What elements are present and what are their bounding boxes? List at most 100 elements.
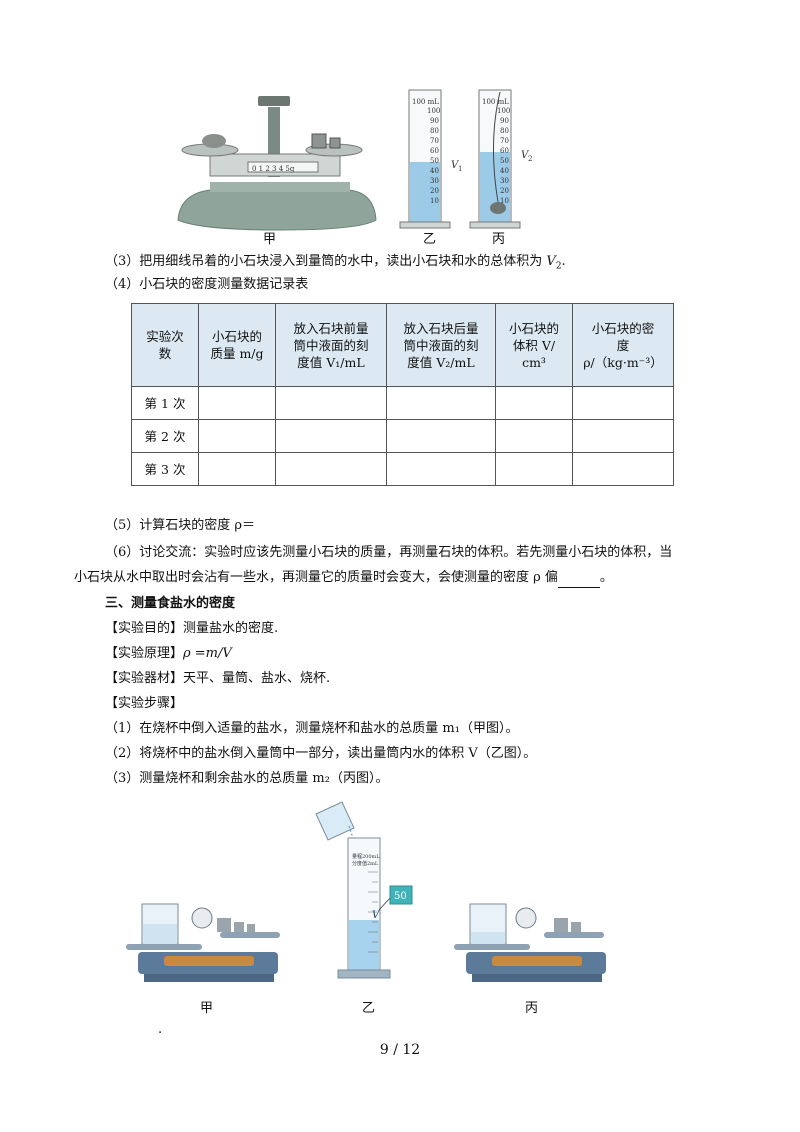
- table-cell: [275, 452, 387, 486]
- bottom-balance-jia: [126, 903, 280, 982]
- svg-text:90: 90: [500, 117, 509, 125]
- svg-text:40: 40: [500, 167, 509, 175]
- top-caption-jia: 甲: [263, 232, 277, 247]
- answer-blank: [557, 573, 600, 588]
- page-separator: /: [393, 1042, 398, 1058]
- header-line: 度值 V₂/mL: [407, 354, 475, 370]
- table-cell: [386, 386, 496, 420]
- table-cell: [495, 386, 573, 420]
- bottom-caption-jia: 甲: [200, 1001, 214, 1016]
- table-cell: 第 1 次: [131, 386, 199, 420]
- svg-text:80: 80: [500, 127, 509, 135]
- step3-end: .: [561, 254, 566, 269]
- page-current: 9: [379, 1042, 389, 1058]
- principle-label: 【实验原理】: [105, 646, 184, 661]
- table-cell: [275, 386, 387, 420]
- header-line: 小石块的: [211, 329, 262, 344]
- section3-principle: 【实验原理】ρ =m/V: [105, 644, 232, 664]
- step6-end: 。: [599, 570, 613, 585]
- svg-text:60: 60: [430, 147, 439, 155]
- table-row: 第 3 次: [131, 452, 674, 486]
- header-line: cm³: [522, 354, 546, 370]
- table-cell: [495, 452, 573, 486]
- header-line: 度: [616, 337, 630, 353]
- section3-equipment: 【实验器材】天平、量筒、盐水、烧杯.: [105, 671, 331, 686]
- table-cell: [572, 452, 674, 486]
- header-line: 筒中液面的刻: [293, 337, 369, 353]
- svg-text:V: V: [451, 160, 460, 171]
- table-cell: [495, 419, 573, 453]
- table-cell: [572, 419, 674, 453]
- svg-text:2: 2: [528, 155, 532, 163]
- section3-steps-label: 【实验步骤】: [105, 696, 184, 711]
- header-trial: 实验次 数: [131, 303, 199, 387]
- svg-text:80: 80: [430, 127, 439, 135]
- header-density: 小石块的密 度 ρ/（kg·m⁻³）: [572, 303, 674, 387]
- svg-text:20: 20: [430, 187, 439, 195]
- page-number: 9 / 12: [0, 1042, 800, 1058]
- bottom-figure: 量程200mL 分度值2mL 50 V: [126, 801, 606, 982]
- bottom-caption-yi: 乙: [362, 1001, 376, 1016]
- svg-text:0 1 2 3 4 5g: 0 1 2 3 4 5g: [252, 165, 295, 173]
- svg-text:分度值2mL: 分度值2mL: [352, 860, 379, 867]
- top-cylinder-bing: 100 mL 100 90 80 70 60 50 40 30 20 10 V …: [469, 89, 532, 229]
- svg-text:量程200mL: 量程200mL: [352, 853, 380, 860]
- header-line: 度值 V₁/mL: [297, 354, 365, 370]
- svg-text:1: 1: [458, 165, 462, 173]
- header-volume: 小石块的 体积 V/ cm³: [495, 303, 573, 387]
- header-line: 筒中液面的刻: [403, 337, 479, 353]
- svg-text:100: 100: [497, 107, 510, 115]
- header-v2: 放入石块后量 筒中液面的刻 度值 V₂/mL: [386, 303, 496, 387]
- svg-text:90: 90: [430, 117, 439, 125]
- section3-step2: （2）将烧杯中的盐水倒入量筒中一部分，读出量筒内水的体积 V（乙图）。: [105, 746, 537, 761]
- svg-text:100 mL: 100 mL: [482, 98, 509, 106]
- table-cell: [386, 419, 496, 453]
- top-balance-illustration: 0 1 2 3 4 5g: [177, 96, 377, 231]
- density-record-table: 实验次 数 小石块的 质量 m/g 放入石块前量 筒中液面的刻 度值 V₁/mL…: [131, 303, 674, 486]
- step6-line2: 小石块从水中取出时会沾有一些水，再测量它的质量时会变大，会使测量的密度 ρ 偏 。: [74, 568, 613, 588]
- svg-text:20: 20: [500, 187, 509, 195]
- bottom-cylinder-yi: 量程200mL 分度值2mL 50 V: [315, 801, 413, 979]
- step3-text: （3）把用细线吊着的小石块浸入到量筒的水中，读出小石块和水的总体积为 V2.: [105, 252, 566, 277]
- table-header-row: 实验次 数 小石块的 质量 m/g 放入石块前量 筒中液面的刻 度值 V₁/mL…: [131, 303, 674, 387]
- step3-var: V: [546, 254, 556, 269]
- header-line: 体积 V/: [512, 337, 556, 353]
- table-row: 第 1 次: [131, 386, 674, 420]
- svg-text:100: 100: [427, 107, 440, 115]
- step6-line1: （6）讨论交流：实验时应该先测量小石块的质量，再测量石块的体积。若先测量小石块的…: [105, 545, 673, 560]
- top-cylinder-yi: 100 mL 100 90 80 70 60 50 40 30 20 10 V …: [399, 89, 462, 229]
- svg-text:30: 30: [430, 177, 439, 185]
- header-line: 数: [158, 346, 172, 361]
- top-figure: 0 1 2 3 4 5g 100 mL 100 90 80 70 60 50 4…: [177, 89, 532, 231]
- step3-main: （3）把用细线吊着的小石块浸入到量筒的水中，读出小石块和水的总体积为: [105, 254, 543, 269]
- step6-line2-text: 小石块从水中取出时会沾有一些水，再测量它的质量时会变大，会使测量的密度 ρ 偏: [74, 570, 558, 585]
- page-total: 12: [402, 1042, 421, 1058]
- table-cell: [198, 419, 276, 453]
- table-row: 第 2 次: [131, 419, 674, 453]
- svg-text:100 mL: 100 mL: [412, 98, 439, 106]
- table-cell: [198, 452, 276, 486]
- table-cell: [572, 386, 674, 420]
- table-cell: [386, 452, 496, 486]
- section3-step1: （1）在烧杯中倒入适量的盐水，测量烧杯和盐水的总质量 m₁（甲图）。: [105, 721, 519, 736]
- table-cell: 第 2 次: [131, 419, 199, 453]
- top-caption-yi: 乙: [423, 232, 437, 247]
- section3-step3: （3）测量烧杯和剩余盐水的总质量 m₂（丙图）。: [105, 771, 389, 786]
- header-v1: 放入石块前量 筒中液面的刻 度值 V₁/mL: [275, 303, 387, 387]
- bottom-balance-bing: [454, 903, 606, 982]
- header-line: 质量 m/g: [210, 346, 264, 361]
- svg-text:50: 50: [500, 157, 509, 165]
- svg-text:40: 40: [430, 167, 439, 175]
- svg-text:50: 50: [394, 891, 407, 902]
- stray-dot: .: [158, 1022, 163, 1037]
- table-cell: [275, 419, 387, 453]
- svg-text:V: V: [372, 910, 381, 921]
- bottom-caption-bing: 丙: [525, 1001, 539, 1016]
- header-line: 小石块的: [508, 320, 559, 336]
- svg-text:60: 60: [500, 147, 509, 155]
- header-mass: 小石块的 质量 m/g: [198, 303, 276, 387]
- step3-sub: 2: [555, 261, 562, 272]
- header-line: 实验次: [146, 329, 184, 344]
- step4-title: （4）小石块的密度测量数据记录表: [105, 277, 309, 292]
- svg-text:50: 50: [430, 157, 439, 165]
